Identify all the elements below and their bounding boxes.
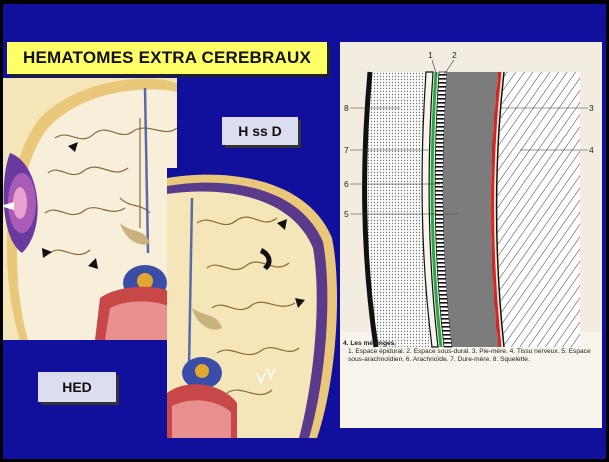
caption-text: 1. Espace épidural. 2. Espace sous-dural… xyxy=(343,348,593,364)
brain-coronal-illustration-hed xyxy=(0,78,177,340)
meninges-number-6: 6 xyxy=(344,179,349,189)
label-extradural: HED xyxy=(38,372,116,402)
slide-title: HEMATOMES EXTRA CEREBRAUX xyxy=(23,48,311,68)
meninges-number-2: 2 xyxy=(452,50,457,60)
meninges-number-4: 4 xyxy=(589,145,594,155)
meninges-number-1: 1 xyxy=(428,50,433,60)
meninges-number-7: 7 xyxy=(344,145,349,155)
caption-title: 4. Les méninges. xyxy=(343,340,593,348)
meninges-number-5: 5 xyxy=(344,209,349,219)
meninges-number-3: 3 xyxy=(589,103,594,113)
meninges-diagram: 1 2 3 4 5 6 7 8 xyxy=(340,42,602,428)
meninges-caption: 4. Les méninges. 1. Espace épidural. 2. … xyxy=(343,340,593,364)
meninges-number-8: 8 xyxy=(344,103,349,113)
label-subdural: H ss D xyxy=(222,117,298,145)
slide-title-box: HEMATOMES EXTRA CEREBRAUX xyxy=(7,42,327,74)
label-subdural-text: H ss D xyxy=(238,123,282,139)
brain-coronal-illustration-hssd xyxy=(167,168,337,438)
label-extradural-text: HED xyxy=(62,379,92,395)
